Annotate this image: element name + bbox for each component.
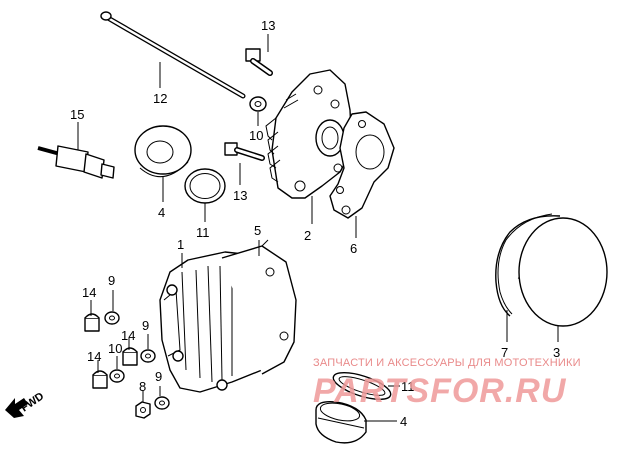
label-13-upper: 13 <box>261 18 275 33</box>
label-11-lower: 11 <box>401 379 415 394</box>
label-14-c: 14 <box>87 349 101 364</box>
part-2-head-body <box>265 69 353 199</box>
part-10-washer-lower <box>109 369 125 383</box>
part-12-stud-bolt <box>100 11 246 99</box>
label-11-upper: 11 <box>196 225 210 240</box>
part-13-bolt-upper <box>245 48 273 76</box>
watermark-caption: ЗАПЧАСТИ И АКСЕССУАРЫ ДЛЯ МОТОТЕХНИКИ <box>313 357 581 369</box>
part-4-cap-upper <box>134 125 192 178</box>
part-10-washer-upper <box>249 96 267 112</box>
fwd-arrow-icon <box>5 398 28 418</box>
label-10-lower: 10 <box>108 341 122 356</box>
label-6: 6 <box>350 241 357 256</box>
label-3: 3 <box>553 345 560 360</box>
label-2: 2 <box>304 228 311 243</box>
label-9-c: 9 <box>155 369 162 384</box>
part-15-sensor <box>37 145 115 179</box>
label-4-upper: 4 <box>158 205 165 220</box>
part-4-cap-lower <box>315 400 367 444</box>
part-13-bolt-lower <box>224 142 265 161</box>
part-3-side-cover <box>518 217 608 327</box>
fwd-direction-label: FWD <box>19 390 46 414</box>
part-9-washer-a <box>104 311 120 325</box>
label-5: 5 <box>254 223 261 238</box>
label-8: 8 <box>139 379 146 394</box>
label-14-b: 14 <box>121 328 135 343</box>
label-4-lower: 4 <box>400 414 407 429</box>
label-9-a: 9 <box>108 273 115 288</box>
part-5-cover-gasket <box>221 239 297 375</box>
label-7: 7 <box>501 345 508 360</box>
part-14-nut-c <box>92 370 108 389</box>
label-14-a: 14 <box>82 285 96 300</box>
label-1: 1 <box>177 237 184 252</box>
part-6-gasket <box>329 111 395 219</box>
watermark-logo: PARTSFOR.RU <box>313 372 567 410</box>
part-11-o-ring-lower <box>332 372 392 400</box>
label-12: 12 <box>153 91 167 106</box>
label-10-upper: 10 <box>249 128 263 143</box>
part-8-nut <box>135 401 151 419</box>
part-14-nut-a <box>84 313 100 332</box>
part-14-nut-b <box>122 347 138 366</box>
part-11-o-ring-upper <box>184 168 226 204</box>
part-9-washer-c <box>154 396 170 410</box>
label-15: 15 <box>70 107 84 122</box>
label-9-b: 9 <box>142 318 149 333</box>
label-13-lower: 13 <box>233 188 247 203</box>
part-9-washer-b <box>140 349 156 363</box>
